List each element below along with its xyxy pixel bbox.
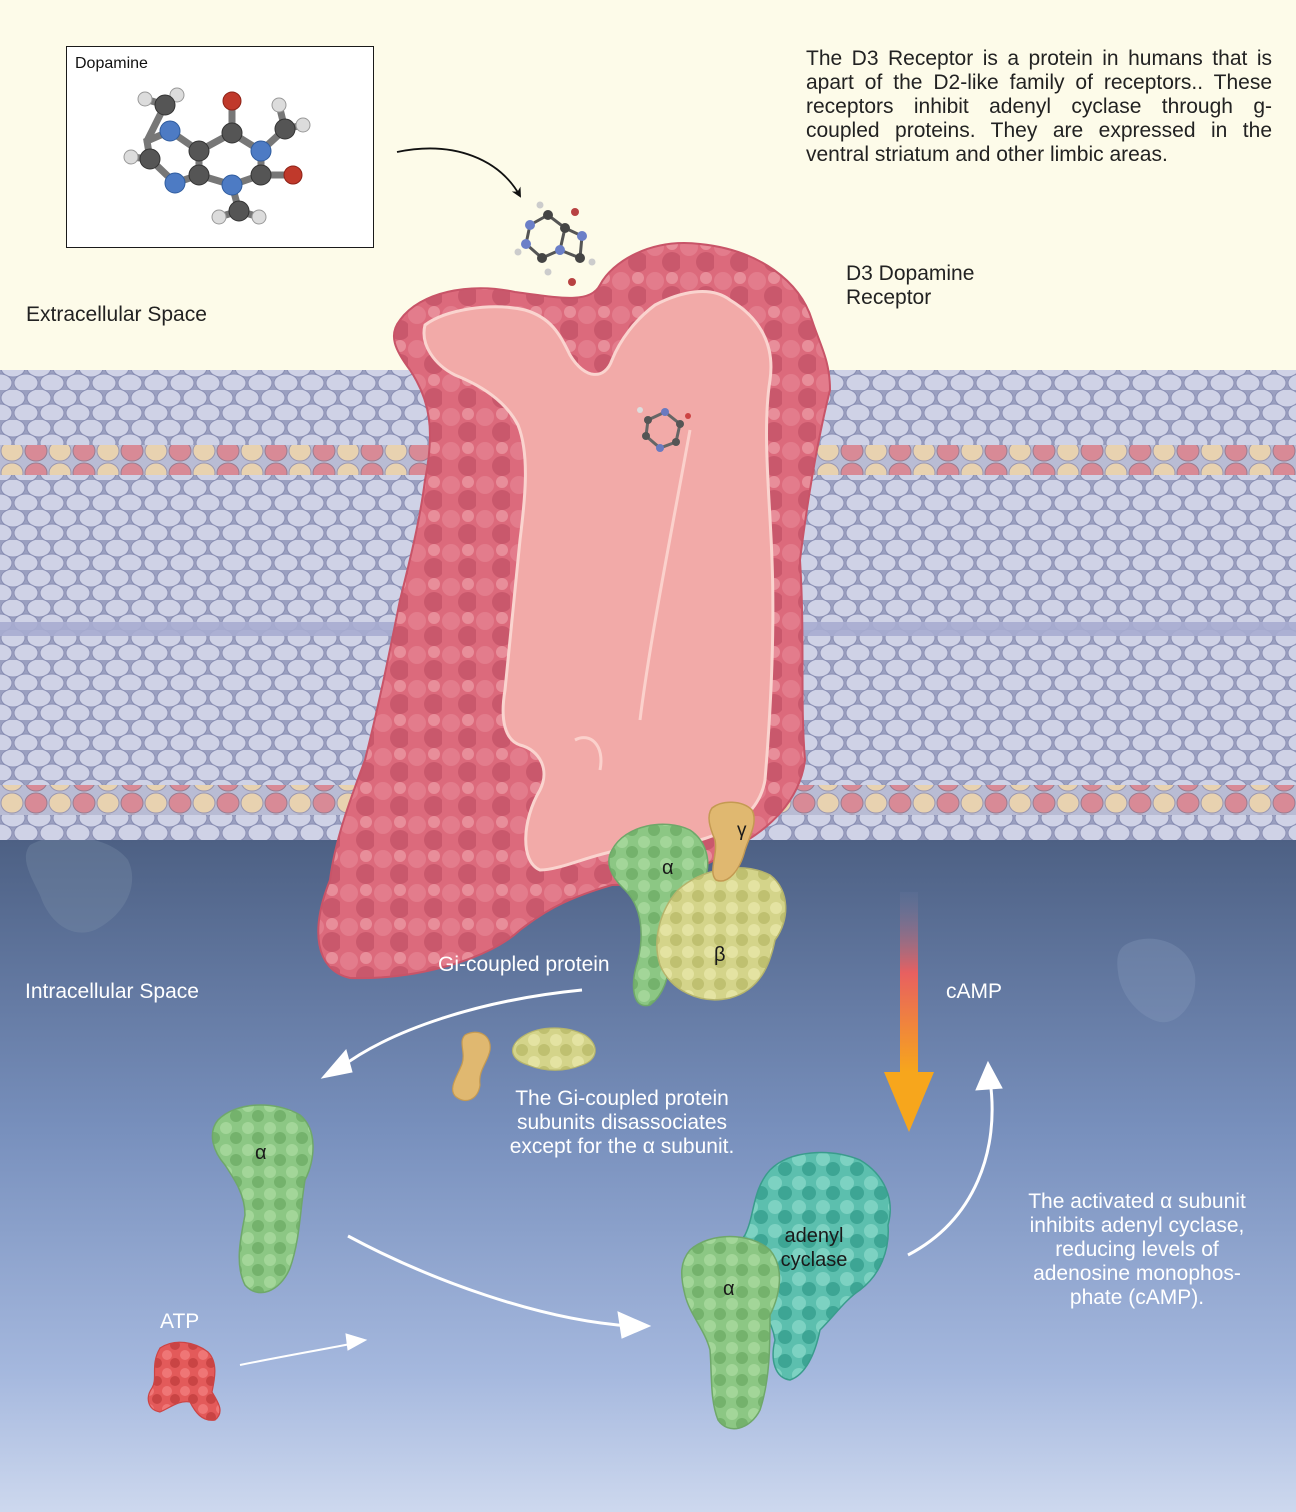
beta-subunit-label: β (714, 944, 726, 966)
gi-protein-complex (608, 801, 787, 1007)
note-line: adenosine monophos- (1033, 1262, 1241, 1285)
adenyl-cyclase-label-line: adenyl (784, 1225, 844, 1247)
note-line: reducing levels of (1055, 1238, 1219, 1261)
note-line: inhibits adenyl cyclase, (1029, 1214, 1245, 1237)
note-line: The Gi-coupled protein (515, 1087, 729, 1110)
note-line: phate (cAMP). (1069, 1286, 1205, 1309)
camp-arrow (884, 892, 934, 1132)
alpha-to-cyclase-arrow (347, 1234, 631, 1328)
extracellular-label: Extracellular Space (26, 303, 207, 326)
inhibition-note: The activated α subunit inhibits adenyl … (1000, 1190, 1274, 1310)
process-arrows (239, 988, 1003, 1366)
receptor-label-line: Receptor (846, 286, 932, 309)
receptor-label-line: D3 Dopamine (846, 262, 975, 285)
dissociated-beta-gamma-subunits (451, 1027, 596, 1102)
gi-protein-label: Gi-coupled protein (438, 953, 610, 976)
note-line: subunits disassociates (516, 1111, 728, 1134)
free-alpha-subunit (211, 1104, 314, 1294)
bound-alpha-label: α (723, 1278, 735, 1300)
dissociation-note: The Gi-coupled protein subunits disassoc… (480, 1087, 764, 1159)
gamma-subunit-label: γ (737, 820, 747, 841)
camp-label: cAMP (946, 980, 1003, 1003)
camp-reduction-arrow (907, 1079, 994, 1257)
dopamine-structure-inset: Dopamine (66, 46, 374, 248)
note-line: The activated α subunit (1028, 1190, 1246, 1213)
atp-label: ATP (160, 1310, 200, 1333)
atp-arrow (239, 1343, 351, 1366)
dopamine-binding-arrow (396, 147, 521, 198)
dissociation-arrow (339, 988, 583, 1070)
alpha-subunit-label: α (662, 857, 674, 879)
intracellular-label: Intracellular Space (25, 980, 199, 1003)
atp-molecule (147, 1341, 221, 1421)
free-dopamine-molecule (514, 201, 596, 286)
bound-alpha-subunit (680, 1235, 781, 1430)
background-protein-right (1117, 938, 1196, 1023)
inset-title: Dopamine (75, 55, 148, 72)
d3-receptor-protein (317, 242, 832, 980)
bound-dopamine-molecule (637, 407, 691, 452)
description-text: The D3 Receptor is a protein in humans t… (806, 47, 1272, 166)
note-line: except for the α subunit. (509, 1135, 735, 1158)
background-protein-left (25, 836, 133, 933)
free-alpha-label: α (255, 1142, 267, 1164)
receptor-label: D3 Dopamine Receptor (846, 262, 974, 310)
adenyl-cyclase-label: adenyl cyclase (768, 1224, 860, 1272)
adenyl-cyclase-label-line: cyclase (780, 1249, 848, 1271)
dopamine-ball-and-stick-model (123, 87, 311, 225)
